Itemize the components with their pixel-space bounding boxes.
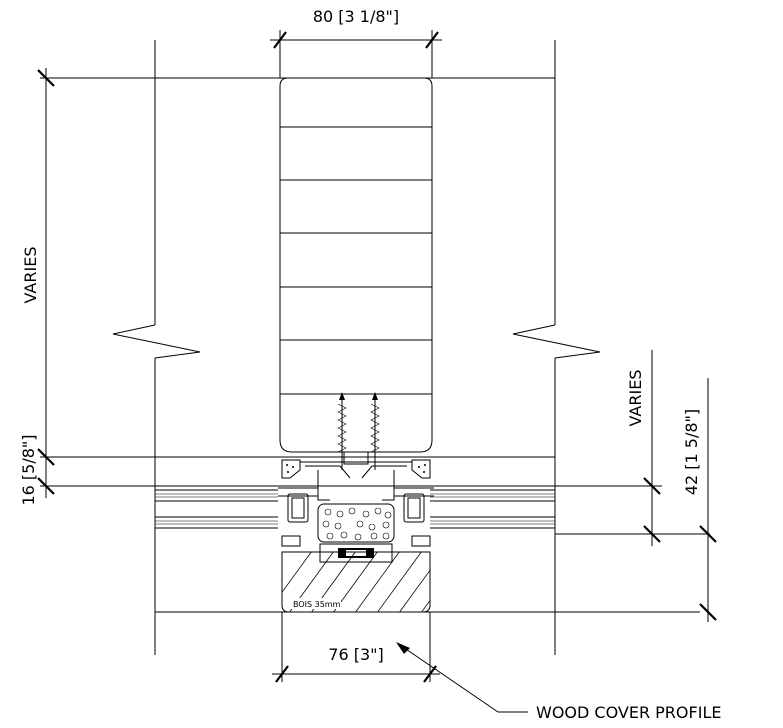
dimension-top-width: 80 [3 1/8"] (270, 7, 442, 78)
glazing-left (155, 489, 278, 529)
wood-cover-profile: BOIS 35mm (281, 551, 431, 613)
dimension-bottom-width: 76 [3"] (272, 612, 440, 683)
mullion-column (279, 77, 433, 453)
dimension-bottom-width-label: 76 [3"] (328, 645, 383, 664)
dimension-right-height-label: VARIES (626, 370, 645, 427)
dimension-right-height: VARIES 42 [1 5/8"] (555, 350, 717, 622)
wall-outline (40, 40, 700, 655)
glazing-right (430, 489, 710, 535)
dimension-right-small-label: 42 [1 5/8"] (682, 409, 701, 495)
wood-cover-leader: WOOD COVER PROFILE (396, 642, 721, 722)
screw-left (337, 392, 347, 470)
wood-cover-label: WOOD COVER PROFILE (536, 703, 721, 722)
dimension-top-width-label: 80 [3 1/8"] (313, 7, 399, 26)
wood-stamp-label: BOIS 35mm (293, 600, 341, 609)
dimension-left-height-label: VARIES (21, 247, 40, 304)
mullion-profile-assembly (278, 451, 434, 563)
dimension-left-height: VARIES 16 [5/8"] (19, 68, 55, 506)
dimension-left-small-label: 16 [5/8"] (19, 434, 38, 505)
screw-right (370, 392, 380, 470)
